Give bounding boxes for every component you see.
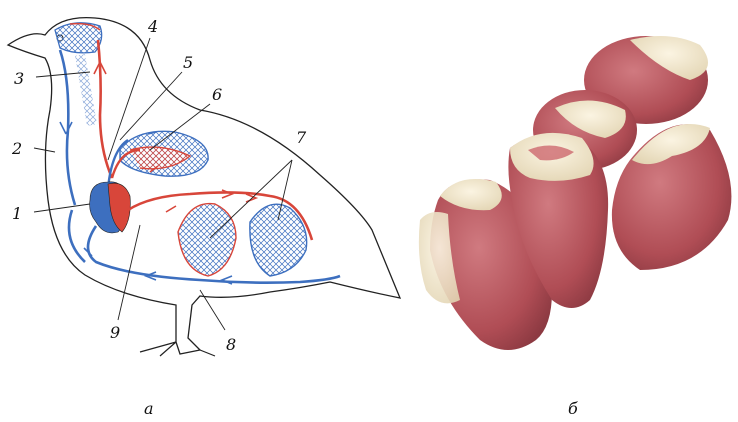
label-9: 9 bbox=[110, 323, 120, 342]
label-3: 3 bbox=[14, 69, 24, 88]
leader-lines bbox=[34, 38, 292, 330]
caption-a: а bbox=[144, 399, 154, 418]
label-4: 4 bbox=[147, 17, 158, 36]
label-7: 7 bbox=[296, 128, 307, 147]
heart bbox=[90, 182, 131, 233]
label-8: 8 bbox=[226, 335, 236, 354]
capillary-net-right bbox=[250, 204, 307, 276]
caption-b: б bbox=[568, 399, 578, 418]
chicken-hearts-photo: б bbox=[419, 36, 732, 418]
label-1: 1 bbox=[12, 204, 22, 223]
label-5: 5 bbox=[183, 53, 193, 72]
bird-outline bbox=[8, 18, 400, 354]
capillary-net-left bbox=[178, 204, 236, 276]
label-6: 6 bbox=[212, 85, 222, 104]
label-2: 2 bbox=[11, 139, 22, 158]
bird-diagram: 1 2 3 4 5 6 7 8 9 а bbox=[8, 17, 400, 418]
bird-foot bbox=[140, 342, 215, 356]
neck-artery bbox=[98, 40, 112, 178]
